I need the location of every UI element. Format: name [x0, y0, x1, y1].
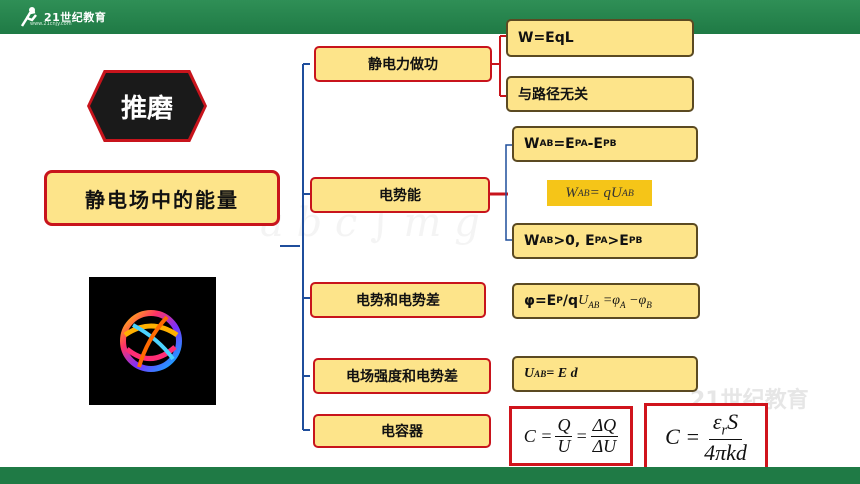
- branch-capacitor: 电容器: [313, 414, 491, 448]
- bottom-banner: [0, 467, 860, 484]
- formula-capacitance-definition: C = Q U = ΔQ ΔU: [509, 406, 633, 466]
- branch-potential-and-difference: 电势和电势差: [310, 282, 486, 318]
- colorful-sphere-icon: [120, 310, 182, 372]
- runner-logo-icon: [20, 7, 37, 27]
- main-topic-node: 静电场中的能量: [44, 170, 280, 226]
- logo-text: 21世纪教育: [44, 11, 107, 24]
- logo-url: www.21cnjy.com: [30, 21, 72, 27]
- title-badge: 推磨: [90, 73, 204, 139]
- logo: 21世纪教育: [18, 4, 106, 30]
- sphere-image: [89, 277, 216, 405]
- top-banner: 21世纪教育 www.21cnjy.com: [0, 0, 860, 34]
- branch-field-and-potential-difference: 电场强度和电势差: [313, 358, 491, 394]
- leaf-path-independent: 与路径无关: [506, 76, 694, 112]
- formula-parallel-plate-capacitance: C = εrS 4πkd: [644, 403, 768, 471]
- branch-potential-energy: 电势能: [310, 177, 490, 213]
- branch-electrostatic-work: 静电力做功: [314, 46, 492, 82]
- leaf-w-eql: W=EqL: [506, 19, 694, 57]
